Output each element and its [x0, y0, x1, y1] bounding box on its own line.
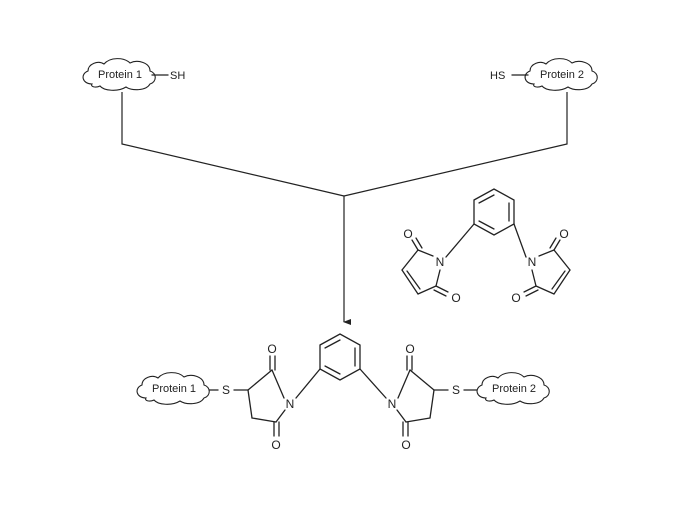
product-bond [247, 389, 253, 419]
reagent-bond [535, 285, 555, 295]
product-benzene-ring [319, 333, 361, 381]
reagent-carbonyl [415, 237, 423, 249]
product-ring-double-bond [324, 339, 341, 349]
product-bond [429, 389, 435, 419]
product-bond [405, 417, 431, 423]
product-nitrogen-left: N [286, 397, 295, 411]
product-ring-n-bond [295, 368, 321, 399]
product-oxygen: O [405, 342, 414, 356]
reagent-bond [401, 269, 419, 295]
product-bond [251, 417, 277, 423]
reagent-oxygen: O [559, 227, 568, 241]
reagent-bond [417, 249, 434, 257]
bismaleimide-reagent: N O O N O O [401, 188, 571, 305]
reactant-protein-2: Protein 2 HS [490, 58, 598, 91]
left-reactant-line [121, 92, 345, 197]
reagent-bond [531, 269, 537, 287]
reagent-carbonyl [549, 237, 557, 249]
product-bond [397, 369, 411, 399]
product-bond [275, 409, 286, 423]
crosslinked-product: N O O S Protein 1 N O O S [136, 333, 550, 452]
reagent-oxygen: O [511, 291, 520, 305]
reagent-bond [553, 269, 571, 295]
reagent-benzene-ring [473, 188, 515, 236]
reagent-bond [538, 249, 555, 257]
product-ring-double-bond [324, 365, 341, 375]
reagent-carbonyl [553, 239, 561, 251]
reagent-carbonyl [435, 285, 449, 293]
protein-2-thiol-label: HS [490, 70, 505, 82]
protein-1-cloud-icon [82, 58, 156, 91]
reagent-ring-double-bond [478, 220, 495, 230]
product-bond [409, 369, 435, 391]
product-bond [247, 369, 273, 391]
reagent-bond [553, 249, 571, 271]
reaction-flow [121, 92, 568, 325]
product-oxygen: O [267, 342, 276, 356]
product-oxygen: O [401, 438, 410, 452]
product-sulfur-right: S [452, 383, 460, 397]
reagent-double-bond [406, 270, 421, 290]
product-protein-1-cloud-icon [136, 372, 210, 405]
protein-2-cloud-icon [524, 58, 598, 91]
reagent-nitrogen-left: N [436, 255, 445, 269]
reagent-carbonyl [411, 239, 419, 251]
protein-1-label: Protein 1 [98, 69, 142, 81]
reagent-bond [435, 269, 441, 287]
right-reactant-line [343, 92, 568, 197]
product-sulfur-left: S [222, 383, 230, 397]
product-protein-2-cloud-icon [476, 372, 550, 405]
product-protein-1-label: Protein 1 [152, 383, 196, 395]
product-protein-2-label: Protein 2 [492, 383, 536, 395]
reagent-oxygen: O [403, 227, 412, 241]
product-bond [396, 409, 407, 423]
reagent-double-bond [551, 270, 566, 290]
reagent-bond [401, 249, 419, 271]
reactant-protein-1: Protein 1 SH [82, 58, 185, 91]
reagent-bond [417, 285, 437, 295]
reagent-carbonyl [433, 289, 447, 297]
protein-2-label: Protein 2 [540, 69, 584, 81]
reagent-nitrogen-right: N [528, 255, 537, 269]
reagent-oxygen: O [451, 291, 460, 305]
reagent-carbonyl [525, 289, 539, 297]
product-ring-n-bond [359, 368, 387, 399]
reagent-ring-n-bond [445, 223, 475, 258]
reagent-carbonyl [523, 285, 537, 293]
reagent-ring-n-bond [513, 223, 527, 258]
protein-1-thiol-label: SH [170, 70, 185, 82]
product-oxygen: O [271, 438, 280, 452]
product-nitrogen-right: N [388, 397, 397, 411]
reagent-ring-double-bond [478, 194, 495, 204]
product-bond [271, 369, 285, 399]
